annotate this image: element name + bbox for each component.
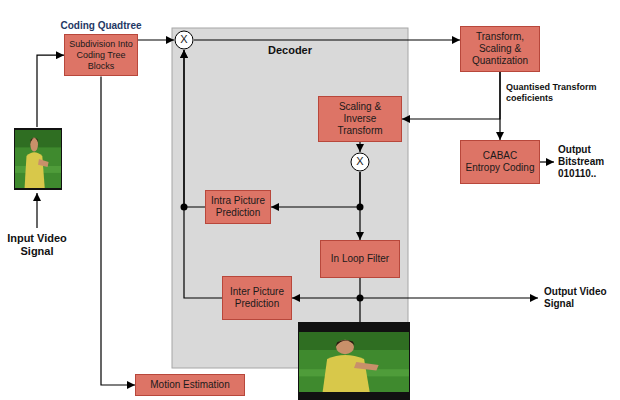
input-frame-picture xyxy=(14,128,62,190)
input-arrow xyxy=(37,55,64,127)
operator-symbol: X xyxy=(180,33,187,46)
box-label: Subdivision Into Coding Tree Blocks xyxy=(69,39,133,71)
circle-shape xyxy=(351,153,369,171)
box-label: Scaling & Inverse Transform xyxy=(323,101,397,137)
multiplier-circle: X xyxy=(174,30,194,50)
layout-lines xyxy=(37,55,554,322)
multiplier-circle: X xyxy=(350,152,370,172)
decoder-panel: XScaling & Inverse TransformXIntra Pictu… xyxy=(172,28,408,368)
process-box: Intra Picture Prediction xyxy=(205,190,271,224)
input-label: Input Video Signal xyxy=(6,232,68,258)
junction-dot xyxy=(181,204,188,211)
junction-dot xyxy=(357,295,364,302)
output-label: Output Video Signal xyxy=(544,286,616,310)
signal-arrow xyxy=(359,142,360,152)
signal-arrow xyxy=(138,39,174,40)
signal-arrow xyxy=(271,172,360,207)
signal-arrow xyxy=(184,50,222,298)
input-arrow xyxy=(36,193,37,228)
box-label: In Loop Filter xyxy=(331,253,389,265)
output-label: Output Bitstream 010110.. xyxy=(558,144,616,180)
signal-label: Quantised Transform coeficients xyxy=(506,82,616,104)
block-heading: Coding Quadtree xyxy=(59,20,143,32)
box-label: Inter Picture Prediction xyxy=(227,286,287,310)
box-label: Transform, Scaling & Quantization xyxy=(465,31,535,67)
frame-line xyxy=(359,298,360,322)
box-label: CABAC Entropy Coding xyxy=(465,150,535,174)
operator-symbol: X xyxy=(356,155,363,168)
process-box: Scaling & Inverse Transform xyxy=(318,96,402,142)
circle-shape xyxy=(175,31,193,49)
process-box: Inter Picture Prediction xyxy=(222,276,292,320)
bitstream-arrow xyxy=(540,161,554,162)
box-label: Intra Picture Prediction xyxy=(210,195,266,219)
process-box: In Loop Filter xyxy=(320,240,400,278)
signal-arrow xyxy=(184,50,205,207)
process-box: CABAC Entropy Coding xyxy=(460,140,540,184)
signal-arrow xyxy=(101,76,135,385)
junction-dot xyxy=(357,204,364,211)
process-box: Transform, Scaling & Quantization xyxy=(460,26,540,72)
process-box: Motion Estimation xyxy=(135,374,245,396)
box-label: Motion Estimation xyxy=(150,379,229,391)
signal-arrow xyxy=(292,278,360,298)
panel-fill xyxy=(172,28,408,368)
output-arrow xyxy=(360,297,538,298)
output-frame-picture xyxy=(298,322,410,400)
signal-arrow xyxy=(194,39,460,40)
signal-arrow xyxy=(402,72,500,119)
process-box: Coding QuadtreeSubdivision Into Coding T… xyxy=(64,34,138,76)
panel-title: Decoder xyxy=(172,28,408,57)
